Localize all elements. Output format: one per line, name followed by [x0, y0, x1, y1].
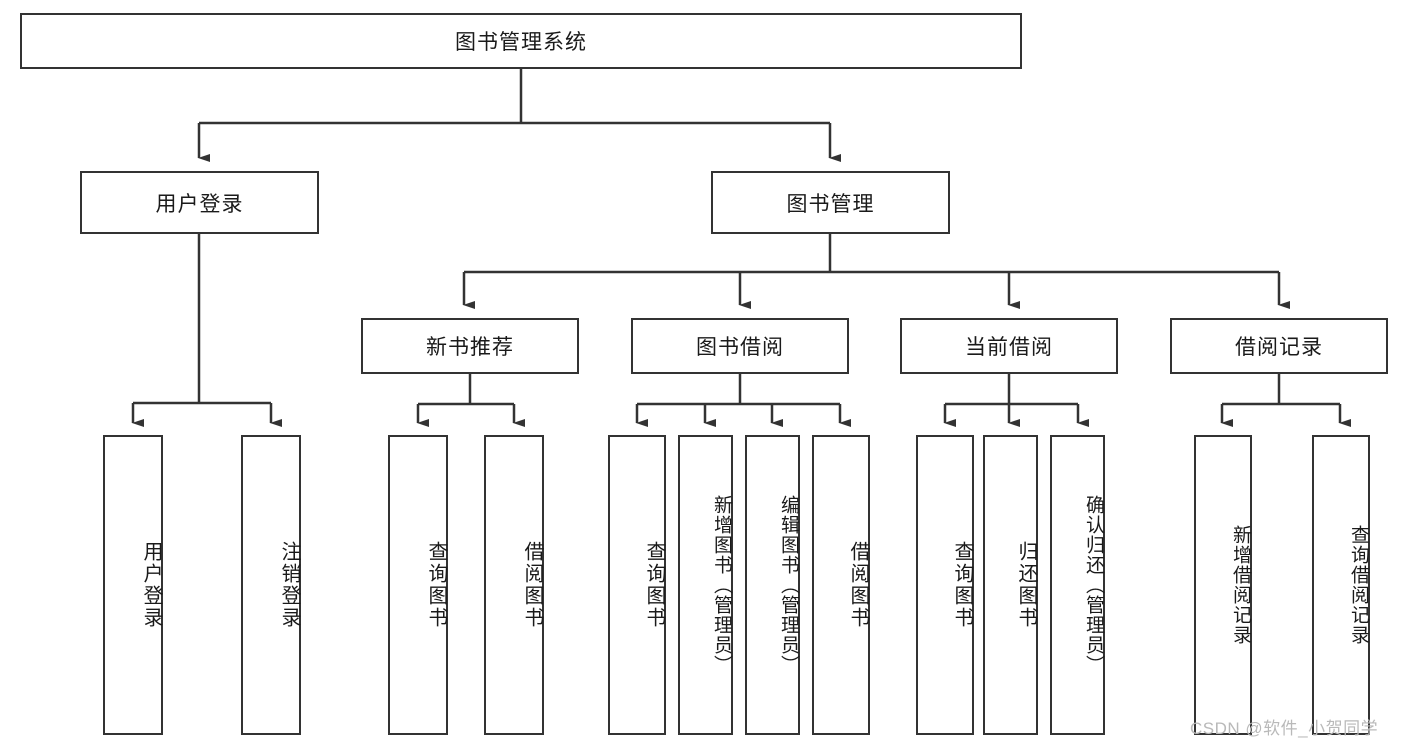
leaf-user-login[interactable]: 用户登录: [103, 435, 163, 735]
leaf-query-borrow-record[interactable]: 查询借阅记录: [1312, 435, 1370, 735]
node-user-login[interactable]: 用户登录: [80, 171, 319, 234]
leaf-query-book-current[interactable]: 查询图书: [916, 435, 974, 735]
leaf-edit-book-admin[interactable]: 编辑图书（管理员）: [745, 435, 800, 735]
leaf-borrow-book-borrow[interactable]: 借阅图书: [812, 435, 870, 735]
node-book-management[interactable]: 图书管理: [711, 171, 950, 234]
leaf-add-borrow-record[interactable]: 新增借阅记录: [1194, 435, 1252, 735]
watermark: CSDN @软件_小贺同学: [1190, 719, 1379, 738]
leaf-return-book[interactable]: 归还图书: [983, 435, 1038, 735]
leaf-add-book-admin[interactable]: 新增图书（管理员）: [678, 435, 733, 735]
node-book-borrow[interactable]: 图书借阅: [631, 318, 849, 374]
leaf-borrow-book-recommend[interactable]: 借阅图书: [484, 435, 544, 735]
node-root[interactable]: 图书管理系统: [20, 13, 1022, 69]
node-new-book-recommend[interactable]: 新书推荐: [361, 318, 579, 374]
node-borrow-record[interactable]: 借阅记录: [1170, 318, 1388, 374]
node-current-borrow[interactable]: 当前借阅: [900, 318, 1118, 374]
leaf-query-book-borrow[interactable]: 查询图书: [608, 435, 666, 735]
leaf-confirm-return-admin[interactable]: 确认归还（管理员）: [1050, 435, 1105, 735]
leaf-logout[interactable]: 注销登录: [241, 435, 301, 735]
leaf-query-book-recommend[interactable]: 查询图书: [388, 435, 448, 735]
